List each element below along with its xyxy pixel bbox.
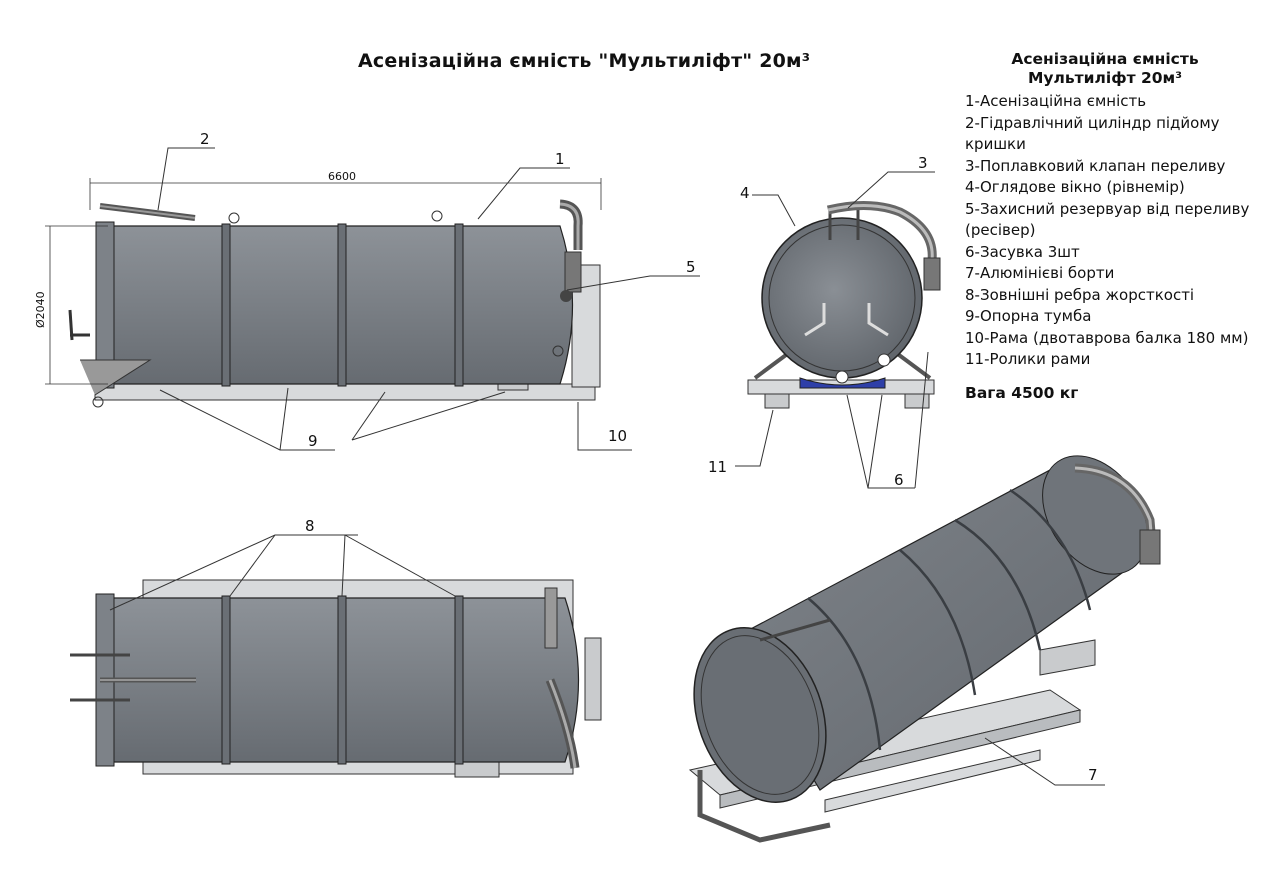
- legend: Асенізаційна ємність Мультиліфт 20м³ 1-А…: [965, 50, 1265, 404]
- callout-3: 3: [918, 154, 928, 172]
- callout-2: 2: [200, 130, 210, 148]
- legend-item-3: 3-Поплавковий клапан переливу: [965, 156, 1226, 175]
- legend-item-2: 2-Гідравлічний циліндр підйому кришки: [965, 113, 1220, 154]
- callout-9: 9: [308, 432, 318, 450]
- callout-7: 7: [1088, 766, 1098, 784]
- dimension-diameter: Ø2040: [34, 291, 47, 328]
- callout-11: 11: [708, 458, 727, 476]
- callout-1: 1: [555, 150, 565, 168]
- callout-10: 10: [608, 427, 627, 445]
- legend-item-1: 1-Асенізаційна ємність: [965, 92, 1147, 110]
- callout-4: 4: [740, 184, 750, 202]
- top-view: 8: [70, 517, 602, 778]
- legend-item-8: 8-Зовнішні ребра жорсткості: [965, 285, 1195, 304]
- weight-label: Вага 4500 кг: [965, 383, 1079, 402]
- side-view: 6600 Ø2040 1 2 5 10 9: [34, 130, 700, 451]
- callout-8: 8: [305, 517, 315, 535]
- tank-end-iso: [693, 627, 827, 803]
- callout-6: 6: [894, 471, 904, 489]
- drawing-title: Асенізаційна ємність "Мультиліфт" 20м³: [358, 50, 811, 72]
- legend-item-7: 7-Алюмінієві борти: [965, 264, 1115, 282]
- end-view: 3 4 11 6: [708, 154, 941, 489]
- dimension-length: 6600: [328, 170, 356, 183]
- legend-title-line1: Асенізаційна ємність: [1011, 50, 1199, 68]
- legend-item-6: 6-Засувка 3шт: [965, 242, 1080, 261]
- legend-item-9: 9-Опорна тумба: [965, 307, 1092, 325]
- legend-item-4: 4-Оглядове вікно (рівнемір): [965, 178, 1185, 196]
- legend-title-line2: Мультиліфт 20м³: [1028, 69, 1182, 87]
- legend-title: Асенізаційна ємність Мультиліфт 20м³: [965, 50, 1265, 88]
- isometric-view: 7: [688, 455, 1161, 843]
- tank-end: [761, 217, 923, 379]
- callout-5: 5: [686, 258, 696, 276]
- legend-item-11: 11-Ролики рами: [965, 350, 1091, 368]
- legend-item-10: 10-Рама (двотаврова балка 180 мм): [965, 328, 1249, 347]
- legend-item-5: 5-Захисний резервуар від переливу (ресів…: [965, 199, 1250, 240]
